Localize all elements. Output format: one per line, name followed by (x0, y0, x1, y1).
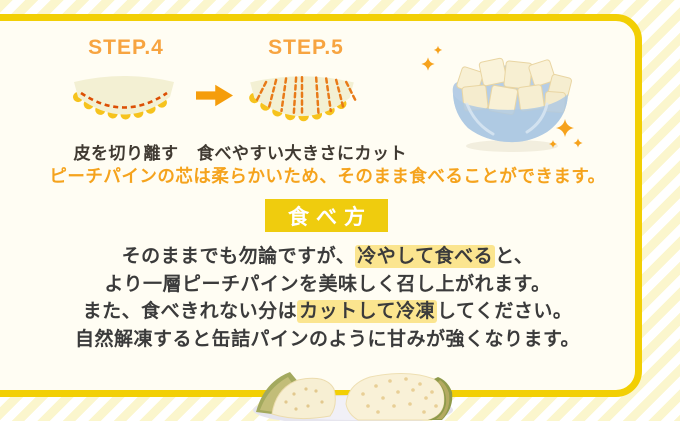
step5-title: STEP.5 (268, 36, 344, 59)
text-segment: より一層ピーチパインを美味しく召し上がれます。 (104, 273, 551, 295)
left-pineapple-quarter (256, 372, 336, 420)
bowl-shadow (466, 140, 558, 152)
core-note-text: ピーチパインの芯は柔らかいため、そのまま食べることができます。 (49, 166, 606, 186)
slice-body (74, 76, 174, 115)
text-segment: そのままでも勿論ですが、 (121, 246, 356, 267)
paragraph-line: より一層ピーチパインを美味しく召し上がれます。 (0, 271, 655, 299)
right-pineapple-quarter (345, 372, 453, 421)
pineapple-slice-peel-cut-illustration (73, 76, 175, 120)
paragraph-line: また、食べきれない分はカットして冷凍してください。 (0, 298, 655, 326)
paragraph-line: そのままでも勿論ですが、冷やして食べると、 (0, 243, 655, 271)
dice-cut-dashed-lines (255, 76, 357, 116)
cut-pineapple-quarters-on-plate-photo (253, 372, 453, 421)
step4-title: STEP.4 (88, 36, 164, 59)
peel-cut-dashed-line (80, 91, 168, 109)
text-segment: してください。 (437, 301, 573, 322)
paragraph-line: 自然解凍すると缶詰パインのように甘みが強くなります。 (0, 326, 655, 354)
how-to-eat-paragraph: そのままでも勿論ですが、冷やして食べると、 より一層ピーチパインを美味しく召し上… (0, 243, 655, 353)
how-to-eat-badge: 食べ方 (265, 199, 388, 232)
step4-caption: 皮を切り離す (73, 144, 179, 163)
pineapple-slice-diced-illustration (249, 76, 357, 122)
pineapple-chunks (456, 57, 572, 116)
text-segment: と、 (495, 246, 534, 267)
highlighted-text-segment: 冷やして食べる (355, 245, 496, 268)
text-segment: また、食べきれない分は (82, 301, 298, 322)
glass-highlight (465, 102, 549, 136)
glass-bowl-front (453, 94, 568, 143)
text-segment: 自然解凍すると缶詰パインのように甘みが強くなります。 (74, 328, 581, 350)
step5-caption: 食べやすい大きさにカット (197, 144, 407, 163)
pineapple-chunks-in-glass-bowl-photo (421, 45, 583, 152)
highlighted-text-segment: カットして冷凍 (297, 300, 438, 323)
